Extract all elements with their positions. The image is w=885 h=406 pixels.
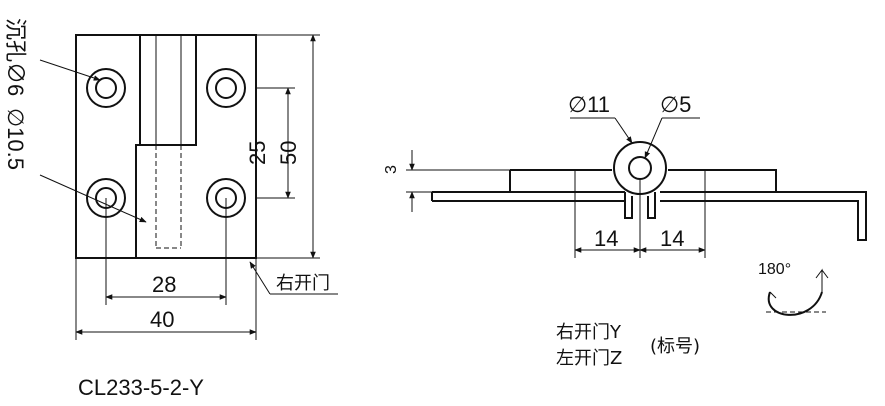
side-lower-leaf (431, 191, 625, 202)
door-label: 右开门 (276, 273, 330, 294)
dim-width-total: 40 (150, 307, 174, 332)
front-view: 沉孔∅6 ∅10.5 25 50 28 40 右开门 CL233-5-2-Y (3, 18, 338, 400)
model-number: CL233-5-2-Y (78, 375, 204, 400)
counterbore-note: 沉孔∅6 (3, 18, 28, 96)
dim-height-inner: 25 (245, 141, 270, 165)
legend-left-door: 左开门Z (556, 348, 622, 369)
rotation-label: 180° (758, 261, 791, 278)
dim-height-total: 50 (276, 141, 301, 165)
side-upper-leaf (509, 169, 777, 192)
legend-right-door: 右开门Y (556, 322, 622, 343)
counterbore-diameter: ∅10.5 (3, 108, 28, 170)
rotation-arrow-icon (766, 268, 829, 316)
dim-width-holes: 28 (152, 272, 176, 297)
legend-suffix: (标号) (650, 336, 700, 357)
dim-diameter-pin: ∅5 (660, 92, 691, 117)
hole-top-right (206, 68, 246, 108)
dim-thickness: 3 (383, 165, 400, 174)
dim-diameter-outer: ∅11 (568, 92, 610, 117)
side-knuckle-pin (628, 156, 652, 180)
dim-right-half: 14 (660, 226, 684, 251)
side-view: 3 14 14 ∅11 ∅5 180° 右开门Y 左开门Z (标号) (383, 92, 867, 369)
dim-left-half: 14 (594, 226, 618, 251)
hole-top-left (86, 68, 126, 108)
hinge-knuckle (139, 34, 197, 146)
